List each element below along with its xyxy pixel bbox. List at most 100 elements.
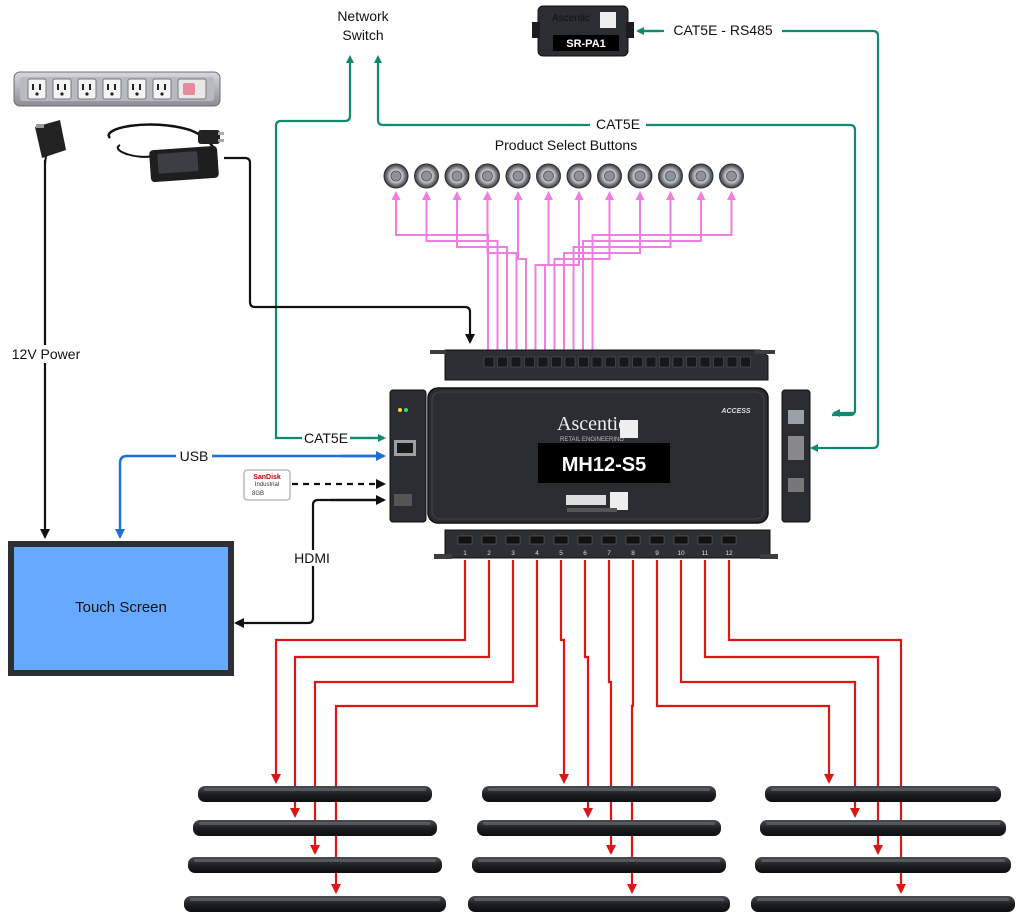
rail-socket	[551, 356, 562, 368]
network-switch-label-line2: Switch	[342, 27, 383, 43]
product-select-button	[688, 163, 714, 189]
product-select-buttons-label: Product Select Buttons	[495, 137, 637, 153]
cat5e-cable-left	[274, 55, 384, 440]
rail-socket	[537, 356, 549, 368]
product-select-button	[536, 163, 561, 189]
diagram-labels: Network Switch CAT5E - RS485 CAT5E Produ…	[8, 8, 782, 616]
hdmi-output-cable	[559, 560, 569, 784]
soundbar	[751, 896, 1015, 912]
soundbar	[193, 820, 437, 836]
outlet-icon	[102, 78, 122, 100]
sr-pa1-label: SR-PA1	[566, 38, 606, 50]
soundbar	[188, 857, 442, 873]
rail-socket	[483, 356, 495, 368]
adapter-to-main-cable	[224, 156, 475, 344]
hdmi-port	[673, 535, 689, 545]
hdmi-output-cable	[627, 560, 637, 894]
outlet-icon	[127, 78, 147, 100]
button-cable	[422, 191, 499, 352]
hdmi-output-cable	[310, 560, 515, 855]
hdmi-output-cable	[606, 560, 616, 855]
hdmi-port-number: 5	[559, 550, 563, 557]
hdmi-output-cable	[679, 560, 860, 818]
network-cables	[274, 27, 880, 452]
rail-socket	[564, 356, 576, 368]
cat5e-left-label: CAT5E	[304, 430, 348, 446]
product-select-button	[627, 163, 653, 189]
hdmi-output-cable	[655, 560, 834, 784]
button-cable	[544, 191, 584, 352]
top-connector-rail	[430, 349, 775, 381]
soundbar	[472, 857, 726, 873]
cat5e-rs485-label: CAT5E - RS485	[673, 22, 773, 38]
mh12-s5-main-unit: Ascentic RETAIL ENGINEERING MH12-S5 ACCE…	[427, 387, 769, 524]
rail-socket	[699, 356, 711, 368]
product-select-button	[444, 163, 470, 189]
rail-socket	[672, 356, 684, 368]
rail-socket	[740, 356, 751, 368]
hdmi-port	[505, 535, 521, 545]
hdmi-output-cables	[271, 560, 906, 894]
network-switch-label-line1: Network	[337, 8, 389, 24]
usb-cable-path	[115, 454, 384, 539]
rail-socket	[645, 356, 657, 368]
product-select-button	[658, 163, 683, 189]
hdmi-port	[529, 535, 545, 545]
hdmi-output-cable	[727, 560, 906, 894]
main-unit-title: MH12-S5	[562, 454, 646, 476]
access-badge: ACCESS	[720, 408, 751, 415]
hdmi-port	[457, 535, 473, 545]
soundbar	[198, 786, 432, 802]
main-unit-brand: Ascentic	[557, 413, 627, 435]
button-cable	[582, 191, 706, 352]
touch-screen	[8, 541, 234, 676]
sd-card-brand: SanDisk	[253, 474, 281, 481]
hdmi-port-number: 2	[487, 550, 491, 557]
soundbar	[468, 896, 730, 912]
hdmi-output-cable	[583, 560, 593, 818]
outlet-icon	[77, 78, 97, 100]
hdmi-output-cable	[703, 560, 883, 855]
hdmi-port	[481, 535, 497, 545]
outlet-icon	[52, 78, 72, 100]
rail-socket	[524, 356, 535, 368]
hdmi-port-number: 6	[583, 550, 587, 557]
hdmi-output-cable	[290, 560, 491, 818]
hdmi-port-number: 11	[702, 550, 709, 557]
hdmi-port-number: 9	[655, 550, 659, 557]
rail-socket	[510, 356, 522, 368]
hdmi-label: HDMI	[294, 550, 330, 566]
product-select-button	[414, 163, 439, 189]
usb-label: USB	[180, 448, 209, 464]
cat5e-rs485-cable	[638, 29, 880, 452]
hdmi-port	[553, 535, 569, 545]
product-select-button	[383, 163, 409, 189]
hdmi-output-cable	[331, 560, 539, 894]
hdmi-port-number: 1	[463, 550, 467, 557]
power-strip	[13, 71, 221, 107]
rail-socket	[618, 356, 630, 368]
hdmi-port-number: 8	[631, 550, 635, 557]
hdmi-port	[721, 535, 737, 545]
product-select-button	[719, 163, 744, 189]
soundbar	[765, 786, 1001, 802]
outlet-icon	[152, 78, 172, 100]
right-io-module	[781, 389, 811, 523]
hdmi-output-cable	[271, 560, 467, 784]
button-cable	[591, 191, 736, 352]
power-adapter-brick-icon	[107, 123, 224, 183]
left-io-module	[389, 389, 427, 523]
button-cable	[513, 191, 527, 352]
button-cable	[483, 191, 518, 352]
product-select-button	[475, 163, 500, 189]
hdmi-port-number: 10	[677, 550, 685, 557]
product-select-button	[597, 163, 622, 189]
rail-socket	[686, 356, 697, 368]
hdmi-port-number: 3	[511, 550, 515, 557]
touch-screen-label: Touch Screen	[75, 599, 167, 616]
rail-socket	[578, 356, 589, 368]
rail-socket	[605, 356, 616, 368]
hdmi-port	[649, 535, 665, 545]
